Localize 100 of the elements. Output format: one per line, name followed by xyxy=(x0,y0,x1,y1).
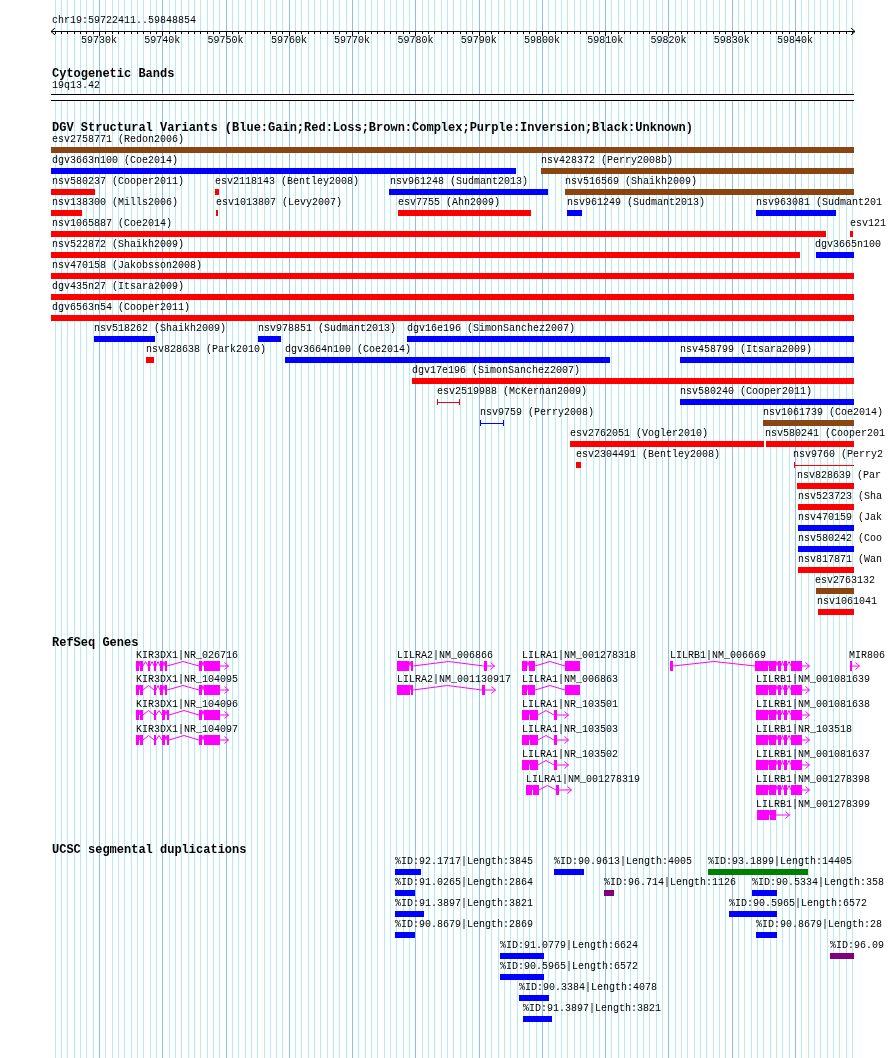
coordinates-label: chr19:59722411..59848854 xyxy=(52,16,197,26)
variant-bar xyxy=(541,168,854,174)
duplication-label: %ID:91.3897|Length:3821 xyxy=(395,899,534,909)
duplication-bar xyxy=(500,974,544,980)
tick-label: 59810k xyxy=(587,36,624,46)
duplication-bar xyxy=(395,869,421,875)
variant-bar xyxy=(94,336,155,342)
gene-label: LILRA1|NM_006863 xyxy=(522,675,618,685)
variant-bar xyxy=(51,147,854,153)
gene-model-drawing xyxy=(136,735,229,745)
variant-label: dgv16e196 (SimonSanchez2007) xyxy=(407,324,576,334)
variant-label: nsv961249 (Sudmant2013) xyxy=(567,198,706,208)
variant-bar xyxy=(51,252,800,258)
variant-label: nsv428372 (Perry2008b) xyxy=(541,156,674,166)
variant-label: nsv580237 (Cooper2011) xyxy=(52,177,185,187)
duplication-label: %ID:90.8679|Length:2869 xyxy=(395,920,534,930)
variant-span xyxy=(794,462,854,468)
track-heading: UCSC segmental duplications xyxy=(52,844,247,856)
duplication-bar xyxy=(708,869,808,875)
gene-label: MIR806 xyxy=(849,651,885,661)
gene-model-drawing xyxy=(756,760,810,770)
gene-label: KIR3DX1|NR_104097 xyxy=(136,725,239,735)
gene-model-drawing xyxy=(757,810,790,820)
gene-label: LILRB1|NR_103518 xyxy=(756,725,852,735)
variant-label: nsv828639 (Par xyxy=(797,471,881,481)
variant-bar xyxy=(816,252,854,258)
gene-label: LILRA2|NM_006866 xyxy=(397,651,493,661)
variant-bar xyxy=(146,357,154,363)
duplication-bar xyxy=(523,1016,552,1022)
variant-label: esv7755 (Ahn2009) xyxy=(398,198,501,208)
variant-bar xyxy=(51,168,516,174)
duplication-label: %ID:91.3897|Length:3821 xyxy=(523,1004,662,1014)
gene-label: LILRA1|NR_103502 xyxy=(522,750,618,760)
tick-label: 59780k xyxy=(397,36,434,46)
variant-label: nsv518262 (Shaikh2009) xyxy=(94,324,227,334)
gene-label: LILRB1|NM_001278398 xyxy=(756,775,871,785)
variant-bar xyxy=(51,315,854,321)
duplication-bar xyxy=(395,932,415,938)
variant-label: nsv470159 (Jak xyxy=(798,513,882,523)
gene-label: KIR3DX1|NR_104096 xyxy=(136,700,239,710)
variant-label: nsv1061041 xyxy=(817,597,877,607)
tick-label: 59750k xyxy=(207,36,244,46)
variant-label: nsv580241 (Cooper201 xyxy=(765,429,886,439)
variant-label: dgv3665n100 xyxy=(815,240,881,250)
variant-label: dgv3664n100 (Coe2014) xyxy=(285,345,412,355)
variant-label: nsv9760 (Perry2 xyxy=(793,450,883,460)
variant-label: nsv1065887 (Coe2014) xyxy=(52,219,173,229)
variant-label: nsv516569 (Shaikh2009) xyxy=(565,177,698,187)
gene-model-drawing xyxy=(756,735,810,745)
variant-label: nsv963081 (Sudmant201 xyxy=(756,198,883,208)
gene-label: LILRB1|NM_001081637 xyxy=(756,750,871,760)
variant-label: nsv458799 (Itsara2009) xyxy=(680,345,813,355)
variant-bar xyxy=(818,609,854,615)
duplication-label: %ID:91.0265|Length:2864 xyxy=(395,878,534,888)
duplication-bar xyxy=(752,890,777,896)
variant-bar xyxy=(680,399,854,405)
variant-span xyxy=(480,420,504,426)
variant-label: esv2763132 xyxy=(815,576,875,586)
gene-model-drawing xyxy=(136,710,229,720)
variant-bar xyxy=(51,189,95,195)
gene-model-drawing xyxy=(522,710,569,720)
duplication-label: %ID:90.9613|Length:4005 xyxy=(554,857,693,867)
tick-label: 59840k xyxy=(777,36,814,46)
tick-label: 59820k xyxy=(650,36,687,46)
gene-label: LILRA1|NR_103503 xyxy=(522,725,618,735)
duplication-label: %ID:96.714|Length:1126 xyxy=(604,878,737,888)
variant-bar xyxy=(51,231,826,237)
variant-label: nsv522872 (Shaikh2009) xyxy=(52,240,185,250)
duplication-bar xyxy=(756,932,777,938)
gene-model-drawing xyxy=(526,785,572,795)
variant-bar xyxy=(567,210,582,216)
gene-model-drawing xyxy=(850,661,860,671)
variant-bar xyxy=(766,441,854,447)
duplication-label: %ID:92.1717|Length:3845 xyxy=(395,857,534,867)
variant-label: esv121 xyxy=(850,219,886,229)
variant-bar xyxy=(797,483,854,489)
variant-label: nsv828638 (Park2010) xyxy=(146,345,267,355)
gene-model-drawing xyxy=(397,685,496,695)
variant-bar xyxy=(798,525,854,531)
variant-bar xyxy=(412,378,854,384)
duplication-bar xyxy=(554,869,584,875)
gene-model-drawing xyxy=(136,685,229,695)
gene-label: LILRB1|NM_001081638 xyxy=(756,700,871,710)
variant-bar xyxy=(389,189,548,195)
variant-bar xyxy=(285,357,610,363)
variant-bar xyxy=(763,420,854,426)
gene-model-drawing xyxy=(522,661,580,671)
variant-bar xyxy=(51,294,854,300)
duplication-label: %ID:96.09 xyxy=(830,941,884,951)
gene-label: LILRA2|NM_001130917 xyxy=(397,675,512,685)
variant-label: esv2304491 (Bentley2008) xyxy=(576,450,721,460)
duplication-bar xyxy=(830,953,854,959)
variant-label: nsv817871 (Wan xyxy=(798,555,882,565)
duplication-label: %ID:90.5334|Length:358 xyxy=(752,878,885,888)
duplication-bar xyxy=(604,890,614,896)
variant-bar xyxy=(680,357,854,363)
variant-bar xyxy=(398,210,531,216)
variant-label: dgv17e196 (SimonSanchez2007) xyxy=(412,366,581,376)
variant-span xyxy=(437,399,460,405)
duplication-label: %ID:91.0779|Length:6624 xyxy=(500,941,639,951)
